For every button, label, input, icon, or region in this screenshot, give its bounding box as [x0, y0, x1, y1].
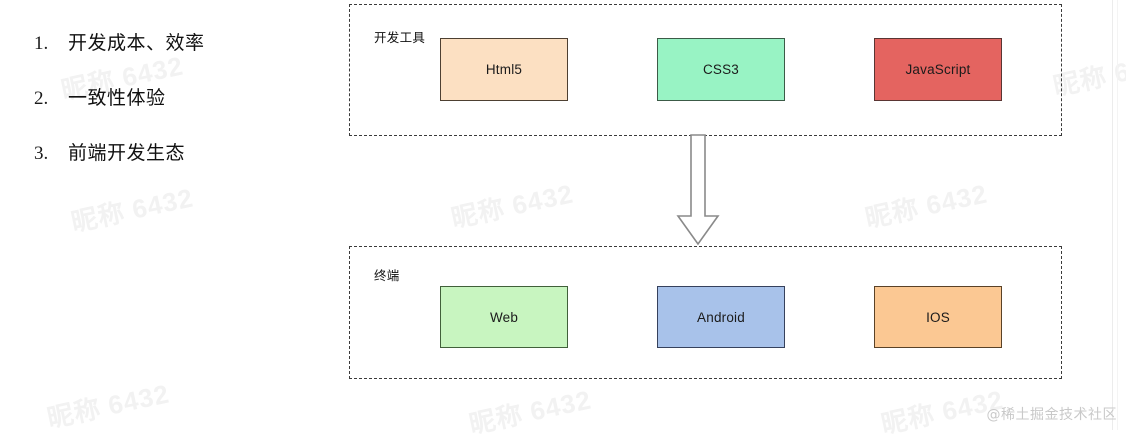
scrollbar-track[interactable] — [1117, 0, 1118, 430]
node-android[interactable]: Android — [657, 286, 785, 348]
group-label-terminal: 终端 — [374, 268, 400, 283]
node-html5-label: Html5 — [485, 62, 523, 77]
background-watermark: 昵称 6432 — [862, 178, 991, 234]
list-item: 3. 前端开发生态 — [34, 138, 334, 165]
list-item-label: 一致性体验 — [68, 87, 166, 109]
down-block-arrow-icon — [676, 134, 720, 246]
page-edge-line — [1112, 0, 1113, 430]
list-item-number: 3. — [34, 143, 49, 164]
node-javascript[interactable]: JavaScript — [874, 38, 1002, 101]
list-item-number: 1. — [34, 33, 49, 54]
node-ios-label: IOS — [926, 309, 950, 325]
ordered-list: 1. 开发成本、效率 2. 一致性体验 3. 前端开发生态 — [34, 28, 334, 193]
background-watermark: 昵称 6432 — [466, 384, 595, 440]
list-item: 2. 一致性体验 — [34, 83, 334, 110]
diagram-canvas: 昵称 6432 昵称 6432 昵称 6432 昵称 6432 昵称 6432 … — [34, 0, 1126, 440]
node-ios[interactable]: IOS — [874, 286, 1002, 348]
node-html5[interactable]: Html5 — [440, 38, 568, 101]
node-css3[interactable]: CSS3 — [657, 38, 785, 101]
corner-watermark: @稀土掘金技术社区 — [986, 407, 1117, 423]
list-item-label: 前端开发生态 — [68, 142, 186, 164]
list-item-label: 开发成本、效率 — [68, 32, 205, 54]
group-terminal: 终端 — [349, 246, 1062, 379]
node-web-label: Web — [489, 309, 519, 325]
node-android-label: Android — [697, 309, 745, 325]
list-item-number: 2. — [34, 88, 49, 109]
node-css3-label: CSS3 — [702, 62, 740, 77]
group-label-development-tools: 开发工具 — [374, 30, 426, 45]
node-web[interactable]: Web — [440, 286, 568, 348]
background-watermark: 昵称 6432 — [44, 378, 173, 434]
node-javascript-label: JavaScript — [905, 62, 971, 77]
list-item: 1. 开发成本、效率 — [34, 28, 334, 55]
background-watermark: 昵称 6432 — [448, 178, 577, 234]
